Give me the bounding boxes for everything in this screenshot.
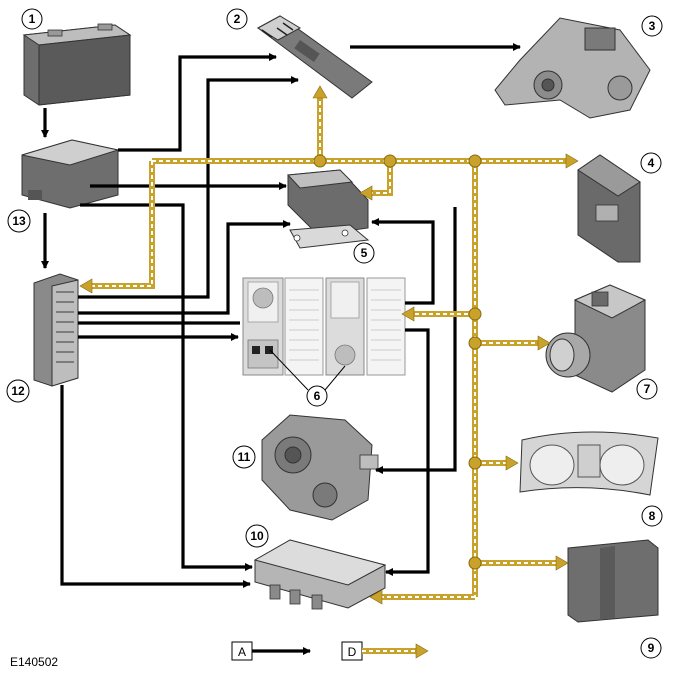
svg-text:9: 9: [648, 641, 655, 655]
legend-can-bus: D: [341, 641, 429, 661]
can-junction: [468, 556, 482, 570]
callout-3: 3: [641, 15, 663, 37]
svg-text:3: 3: [649, 19, 656, 33]
differential-icon: [494, 17, 651, 119]
callout-5: 5: [353, 242, 375, 264]
can-arrow-10: [369, 589, 383, 605]
callout-4: 4: [640, 152, 662, 174]
can-to-12: [90, 161, 155, 289]
instrument-cluster-icon: [519, 431, 659, 496]
callout-9: 9: [640, 637, 662, 659]
callout-leaders: [269, 349, 346, 391]
control-module-icon: [286, 169, 370, 249]
callout-13: 13: [7, 209, 31, 233]
can-junction: [468, 307, 482, 321]
can-junction: [468, 456, 482, 470]
can-arrow-7: [537, 335, 551, 351]
wire-6-10: [385, 328, 430, 576]
svg-text:2: 2: [234, 12, 241, 26]
callout-6: 6: [306, 385, 328, 407]
can-junction: [468, 336, 482, 350]
can-arrow-8: [505, 455, 519, 471]
control-module-icon: [577, 154, 641, 263]
wire-6-5: [371, 218, 435, 305]
svg-text:6: 6: [314, 389, 321, 403]
can-junction: [468, 154, 482, 168]
svg-text:13: 13: [12, 214, 26, 228]
legend: A D: [231, 641, 429, 661]
abs-modulator-icon: [545, 284, 647, 393]
callout-1: 1: [21, 8, 43, 30]
callout-10: 10: [245, 524, 269, 548]
can-junction: [383, 154, 397, 168]
callout-12: 12: [6, 379, 30, 403]
control-switch-panel-icon: [242, 277, 406, 376]
callout-2: 2: [226, 8, 248, 30]
svg-text:11: 11: [238, 450, 251, 464]
wire-12-5: [78, 220, 291, 315]
svg-text:10: 10: [250, 529, 264, 543]
wire-13-10a: [80, 203, 253, 571]
hardwired-connections: [41, 43, 521, 588]
svg-text:5: 5: [361, 246, 368, 260]
can-arrow-5: [359, 185, 373, 201]
can-arrow-12: [79, 278, 93, 294]
svg-text:7: 7: [644, 382, 651, 396]
battery-icon: [22, 23, 132, 106]
control-module-icon: [256, 15, 373, 99]
legend-hardwired: A: [231, 641, 311, 661]
svg-text:D: D: [348, 645, 357, 659]
control-module-icon: [567, 539, 659, 623]
can-arrow-2: [312, 85, 328, 99]
svg-text:12: 12: [11, 384, 25, 398]
svg-text:8: 8: [649, 509, 656, 523]
fuse-box-icon: [21, 139, 120, 209]
callout-7: 7: [636, 378, 658, 400]
svg-text:4: 4: [648, 156, 655, 170]
svg-text:1: 1: [29, 12, 36, 26]
can-junction: [313, 154, 327, 168]
figure-id: E140502: [10, 655, 58, 669]
can-arrow-4: [565, 153, 579, 169]
wire-6-11: [375, 207, 457, 474]
wire-12-10: [60, 385, 251, 588]
wire-12-2: [78, 76, 299, 299]
fuse-box-icon: [33, 273, 79, 387]
can-arrow-6: [401, 306, 415, 322]
callout-8: 8: [641, 505, 663, 527]
can-arrow-9: [555, 555, 569, 571]
can-bus-connections: [79, 85, 579, 605]
svg-text:A: A: [238, 645, 246, 659]
wire-13-2: [118, 53, 277, 152]
callout-11: 11: [232, 445, 256, 469]
transfer-box-icon: [261, 414, 379, 521]
control-module-icon: [253, 539, 387, 610]
